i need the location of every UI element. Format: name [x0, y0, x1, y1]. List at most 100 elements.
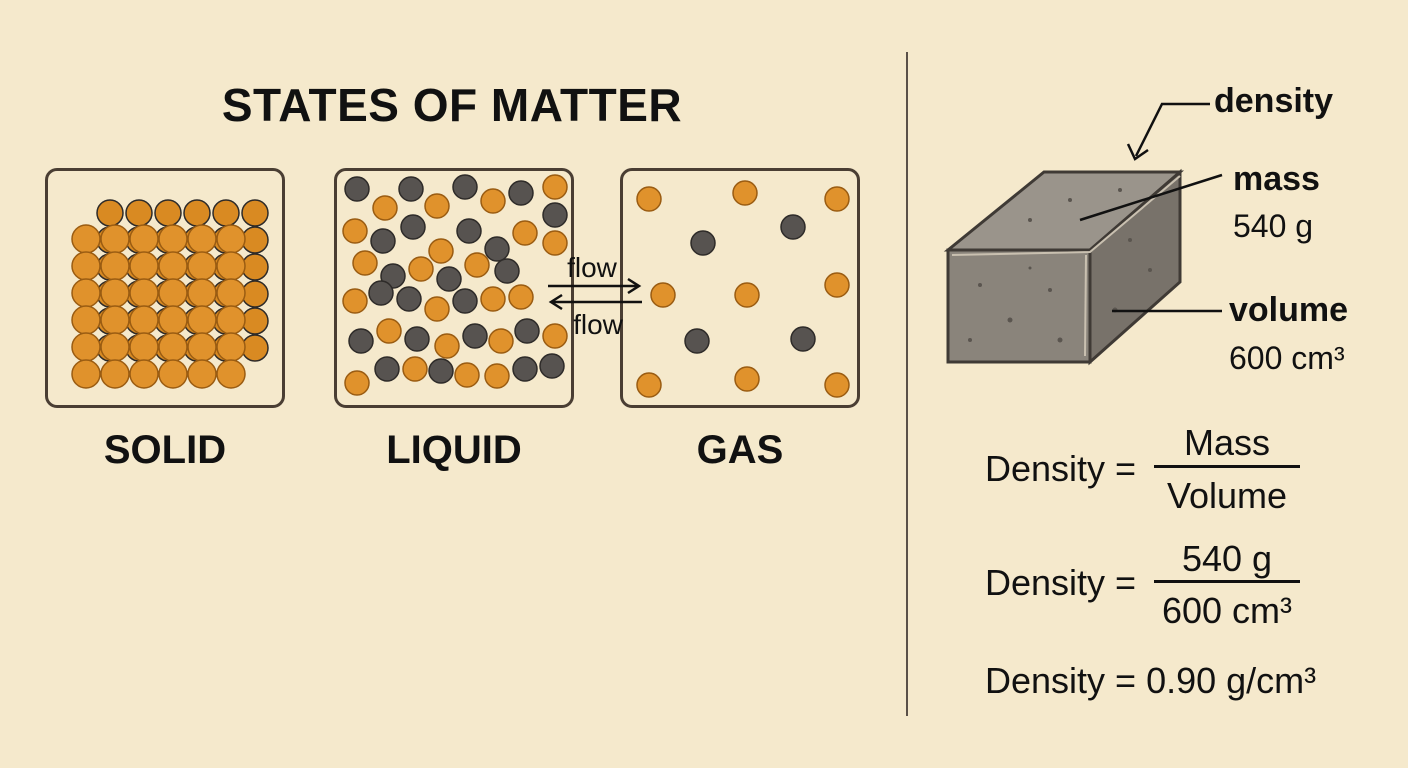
formula1-lhs: Density = — [985, 448, 1137, 489]
liquid-particle — [512, 220, 538, 246]
liquid-particle — [434, 333, 460, 359]
gas-particle — [824, 372, 850, 398]
mass-leader-line — [1079, 173, 1223, 222]
liquid-particle — [396, 286, 422, 312]
solid-particle — [212, 199, 240, 227]
solid-particle — [183, 199, 211, 227]
solid-particle — [216, 332, 246, 362]
liquid-particle — [344, 176, 370, 202]
mass-value: 540 g — [1233, 208, 1314, 244]
liquid-particle — [508, 180, 534, 206]
gas-particle — [824, 186, 850, 212]
gas-particle — [690, 230, 716, 256]
liquid-particle — [436, 266, 462, 292]
solid-particle — [216, 224, 246, 254]
solid-particle — [129, 278, 159, 308]
liquid-particle — [370, 228, 396, 254]
liquid-particle — [428, 238, 454, 264]
flow-backward-label: flow — [573, 309, 623, 340]
solid-particle — [216, 359, 246, 389]
liquid-particle — [376, 318, 402, 344]
solid-particle — [241, 280, 269, 308]
liquid-particle — [488, 328, 514, 354]
liquid-particle — [452, 288, 478, 314]
gas-label: GAS — [696, 428, 784, 472]
solid-particle — [241, 334, 269, 362]
liquid-particle — [464, 252, 490, 278]
liquid-particle — [342, 288, 368, 314]
density-label: density — [1214, 82, 1334, 120]
gas-particles — [636, 180, 850, 398]
flow-forward-label: flow — [567, 252, 617, 283]
mass-label: mass — [1233, 160, 1320, 198]
formula1-numerator: Mass — [1183, 422, 1270, 463]
gas-particle — [650, 282, 676, 308]
block-texture — [968, 188, 1152, 343]
solid-particle — [100, 251, 130, 281]
formula1-fraction-bar — [1154, 465, 1300, 468]
liquid-particle — [542, 323, 568, 349]
solid-particle — [216, 305, 246, 335]
page-title: STATES OF MATTER — [221, 79, 683, 131]
liquid-particle — [462, 323, 488, 349]
liquid-particle — [428, 358, 454, 384]
block-illustration — [943, 102, 1223, 366]
solid-particle — [100, 359, 130, 389]
block-edge-highlight — [951, 175, 1181, 256]
formula2-fraction-bar — [1154, 580, 1300, 583]
density-arrow — [1134, 102, 1210, 157]
solid-particle — [158, 305, 188, 335]
solid-particle — [154, 199, 182, 227]
divider — [906, 52, 908, 716]
gas-particle — [734, 282, 760, 308]
liquid-particle — [372, 195, 398, 221]
liquid-particle — [456, 218, 482, 244]
gas-particle — [684, 328, 710, 354]
volume-label: volume — [1229, 291, 1349, 329]
solid-particle — [158, 224, 188, 254]
liquid-particle — [424, 296, 450, 322]
liquid-particle — [514, 318, 540, 344]
liquid-particle — [368, 280, 394, 306]
solid-particle — [129, 359, 159, 389]
solid-particle — [100, 332, 130, 362]
solid-particle — [158, 359, 188, 389]
liquid-label: LIQUID — [386, 428, 522, 472]
gas-particle — [734, 366, 760, 392]
solid-particle — [187, 359, 217, 389]
liquid-particle — [539, 353, 565, 379]
solid-particle — [100, 305, 130, 335]
liquid-particle — [484, 236, 510, 262]
flow-arrows — [548, 277, 642, 311]
solid-particle — [71, 305, 101, 335]
gas-particle — [636, 186, 662, 212]
solid-particle — [71, 278, 101, 308]
solid-particle — [129, 224, 159, 254]
liquid-particle — [542, 202, 568, 228]
gas-particle — [732, 180, 758, 206]
liquid-particle — [494, 258, 520, 284]
solid-panel — [45, 168, 285, 408]
gas-particle — [824, 272, 850, 298]
liquid-particle — [480, 188, 506, 214]
solid-particle — [71, 359, 101, 389]
solid-particle — [216, 251, 246, 281]
solid-particle — [71, 224, 101, 254]
solid-particle — [216, 278, 246, 308]
liquid-particle — [454, 362, 480, 388]
solid-particle — [129, 305, 159, 335]
liquid-particle — [342, 218, 368, 244]
gas-particle — [780, 214, 806, 240]
liquid-particle — [424, 193, 450, 219]
liquid-particle — [400, 214, 426, 240]
solid-particle — [71, 251, 101, 281]
solid-particle — [187, 251, 217, 281]
liquid-particles — [342, 174, 568, 396]
liquid-particle — [480, 286, 506, 312]
gas-panel — [620, 168, 860, 408]
formula2-numerator: 540 g — [1181, 538, 1273, 579]
solid-particle — [100, 224, 130, 254]
liquid-particle — [404, 326, 430, 352]
solid-particle — [158, 251, 188, 281]
gas-particle — [790, 326, 816, 352]
